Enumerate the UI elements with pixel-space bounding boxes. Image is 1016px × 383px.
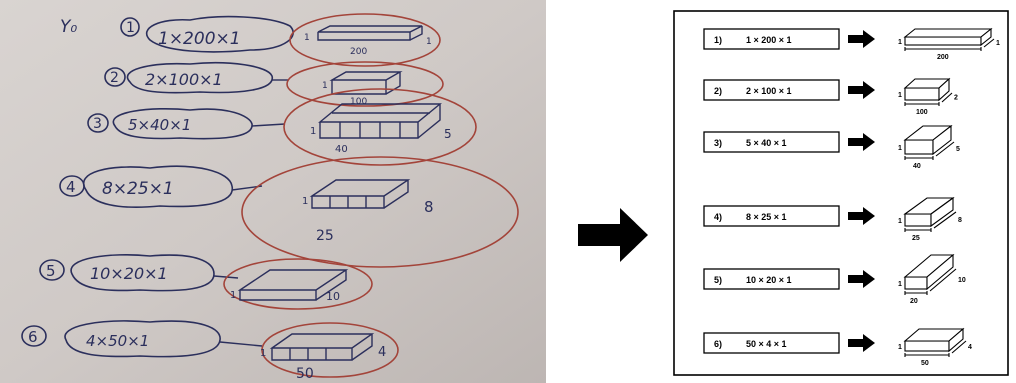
paper-background (0, 0, 546, 383)
expression-text: 8 × 25 × 1 (746, 212, 787, 222)
handwritten-dim: 1 (302, 196, 308, 207)
expression-box (703, 28, 840, 50)
handwritten-dim: 40 (335, 144, 348, 155)
handwritten-number: 1 (126, 20, 135, 36)
row-index: 5) (714, 275, 722, 285)
dim-label-bottom: 50 (921, 360, 929, 367)
handwritten-expression: 1×200×1 (158, 29, 241, 49)
dim-label-right: 10 (958, 277, 966, 284)
panel-frame (673, 10, 1009, 376)
panel-row: 5) 10 × 20 × 1 1 20 10 (703, 253, 966, 305)
handwritten-dim: 1 (426, 37, 432, 47)
handwritten-row-4: 4 8×25×1 1 8 25 (59, 156, 519, 268)
panel-row: 2) 2 × 100 × 1 1 100 2 (703, 77, 958, 116)
handwritten-row-2: 2 2×100×1 1 100 (104, 61, 444, 107)
handwritten-photo: Y₀ 1 1×200×1 1 200 1 2 2×100×1 1 100 (0, 0, 546, 383)
handwritten-dim: 4 (378, 345, 386, 360)
expression-box (703, 131, 840, 153)
dim-label-bottom: 25 (912, 235, 920, 242)
handwritten-number: 3 (93, 116, 102, 132)
row-index: 3) (714, 138, 722, 148)
block-drawing (903, 77, 953, 106)
row-index: 2) (714, 86, 722, 96)
handwritten-number: 6 (28, 328, 38, 346)
handwritten-dim: 1 (322, 81, 328, 91)
expression-box (703, 205, 840, 227)
handwritten-dim: 1 (304, 33, 310, 43)
block-drawing (903, 253, 957, 295)
handwritten-expression: 10×20×1 (90, 264, 168, 283)
panel-row: 1) 1 × 200 × 1 1 200 1 (703, 27, 1000, 61)
handwritten-dim: 10 (326, 290, 340, 303)
dim-label-right: 8 (958, 217, 962, 224)
handwritten-expression: 8×25×1 (102, 179, 174, 199)
expression-text: 5 × 40 × 1 (746, 138, 787, 148)
handwritten-dim: 1 (260, 348, 266, 359)
block-drawing (903, 196, 957, 232)
row-index: 4) (714, 212, 722, 222)
dim-label-left: 1 (898, 39, 902, 46)
handwritten-number: 4 (66, 178, 76, 196)
dim-label-left: 1 (898, 218, 902, 225)
block-drawing (903, 124, 955, 160)
dim-label-bottom: 20 (910, 298, 918, 305)
transition-arrow-icon (578, 208, 648, 262)
expression-box (703, 332, 840, 354)
handwritten-dim: 25 (316, 228, 334, 244)
handwritten-row-3: 3 5×40×1 1 40 5 (87, 88, 477, 166)
dim-label-left: 1 (898, 145, 902, 152)
expression-box (703, 79, 840, 101)
row-index: 6) (714, 339, 722, 349)
handwritten-expression: 5×40×1 (128, 116, 191, 134)
row-arrow-icon (848, 207, 875, 225)
expression-text: 50 × 4 × 1 (746, 339, 787, 349)
dim-label-right: 5 (956, 146, 960, 153)
dim-label-right: 1 (996, 40, 1000, 47)
dim-label-right: 4 (968, 344, 972, 351)
handwritten-dim: 50 (296, 366, 314, 382)
dim-label-right: 2 (954, 95, 958, 102)
dim-label-left: 1 (898, 92, 902, 99)
handwritten-note: Y₀ (60, 17, 77, 37)
handwritten-row-5: 5 10×20×1 1 10 (39, 254, 373, 310)
expression-box (703, 268, 840, 290)
handwritten-number: 2 (110, 70, 119, 86)
handwritten-expression: 4×50×1 (86, 332, 149, 350)
handwritten-dim: 1 (230, 290, 236, 301)
panel-row: 3) 5 × 40 × 1 1 40 5 (703, 124, 960, 170)
handwritten-row-6: 6 4×50×1 1 50 4 (21, 320, 399, 382)
row-arrow-icon (848, 81, 875, 99)
block-drawing (903, 27, 995, 51)
clean-panel: 1) 1 × 200 × 1 1 200 1 2) 2 × 100 × 1 1 100 2 3) 5 … (673, 10, 1009, 376)
expression-text: 10 × 20 × 1 (746, 275, 792, 285)
handwritten-dim: 1 (310, 126, 316, 137)
row-index: 1) (714, 35, 722, 45)
handwritten-dim: 200 (350, 47, 367, 57)
row-arrow-icon (848, 30, 875, 48)
handwritten-dim: 5 (444, 127, 452, 141)
handwritten-expression: 2×100×1 (145, 70, 223, 89)
panel-row: 6) 50 × 4 × 1 1 50 4 (703, 327, 972, 367)
dim-label-bottom: 100 (916, 109, 928, 116)
dim-label-left: 1 (898, 344, 902, 351)
row-arrow-icon (848, 270, 875, 288)
row-arrow-icon (848, 334, 875, 352)
expression-text: 1 × 200 × 1 (746, 35, 792, 45)
dim-label-bottom: 200 (937, 54, 949, 61)
handwritten-row-1: 1 1×200×1 1 200 1 (120, 13, 441, 67)
handwritten-dim: 100 (350, 97, 367, 107)
panel-row: 4) 8 × 25 × 1 1 25 8 (703, 196, 962, 242)
handwritten-dim: 8 (424, 198, 434, 216)
expression-text: 2 × 100 × 1 (746, 86, 792, 96)
dim-label-bottom: 40 (913, 163, 921, 170)
block-drawing (903, 327, 967, 357)
dim-label-left: 1 (898, 281, 902, 288)
row-arrow-icon (848, 133, 875, 151)
handwritten-number: 5 (46, 262, 56, 280)
